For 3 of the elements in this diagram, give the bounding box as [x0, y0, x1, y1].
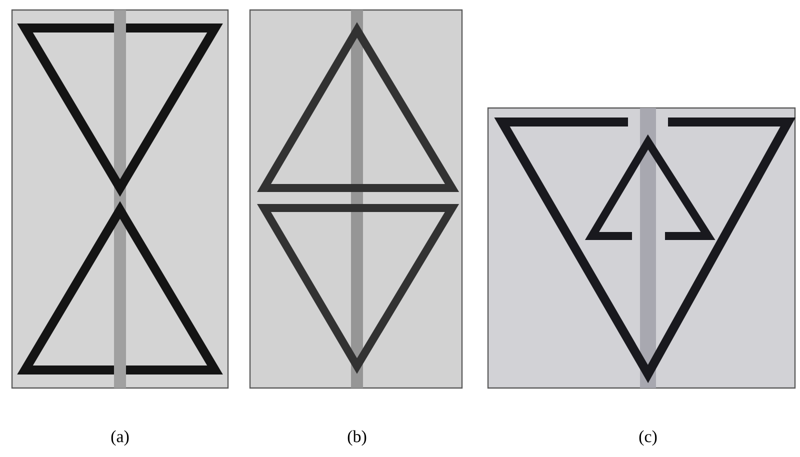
panel-label: (b): [348, 430, 366, 446]
panel-label: (a): [111, 430, 129, 446]
panel-label: (c): [639, 430, 657, 446]
